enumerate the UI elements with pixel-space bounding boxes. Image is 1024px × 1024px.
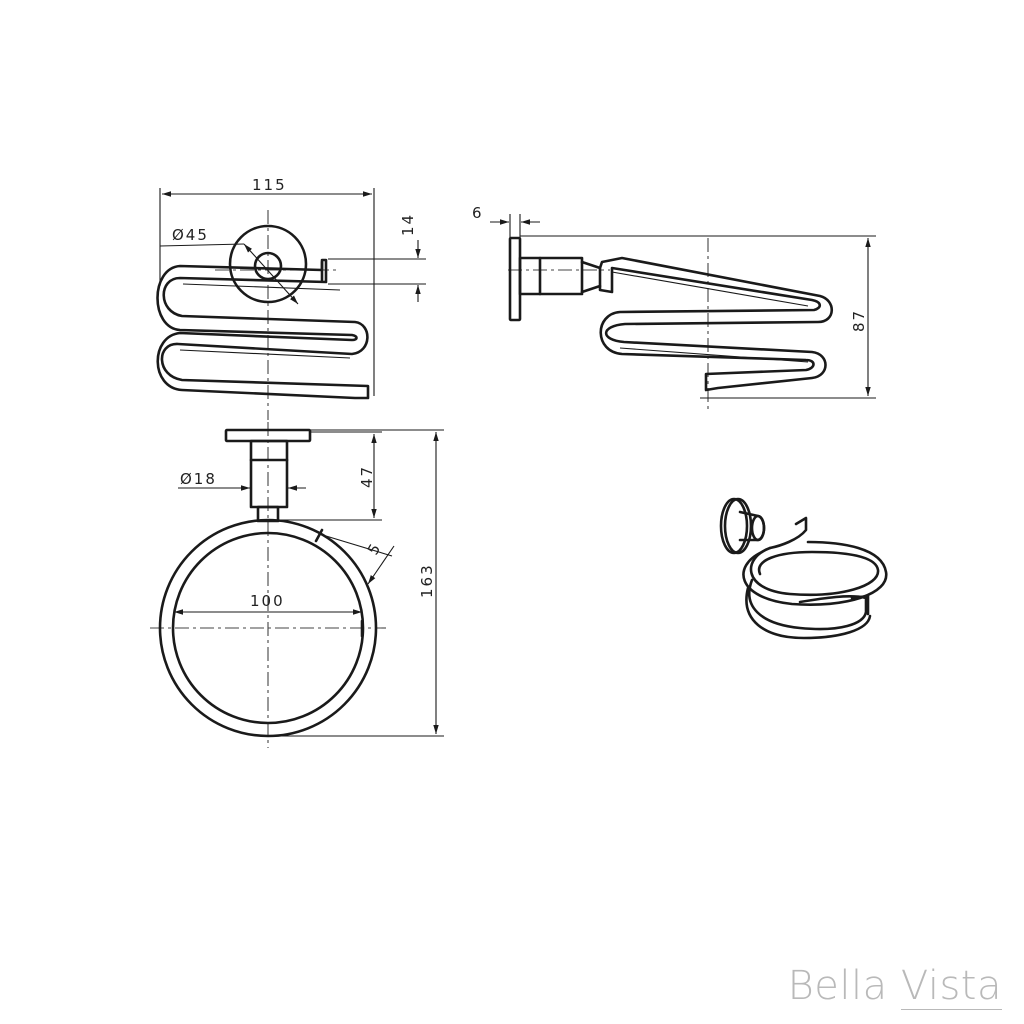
dim-diameter-45: Ø45: [172, 226, 209, 244]
dim-depth-6: 6: [472, 204, 484, 222]
dim-diameter-18: Ø18: [180, 470, 217, 488]
dim-offset-47: 47: [358, 465, 376, 488]
brand-logo: Bella Vista: [787, 963, 1002, 1010]
dim-height-87: 87: [850, 309, 868, 332]
dim-gap-5: 5: [364, 539, 385, 558]
dim-width-115: 115: [252, 176, 287, 194]
dim-height-14: 14: [399, 213, 417, 236]
isometric-view: [719, 497, 888, 640]
side-view: 6 87: [472, 204, 876, 410]
brand-word-vista: Vista: [900, 963, 1002, 1010]
dim-inner-100: 100: [250, 592, 285, 610]
brand-word-bella: Bella: [787, 963, 888, 1009]
front-view: 115 Ø45 14: [156, 176, 426, 420]
dim-total-163: 163: [418, 563, 436, 598]
plan-view: Ø18 47 163 5 100: [150, 422, 444, 748]
